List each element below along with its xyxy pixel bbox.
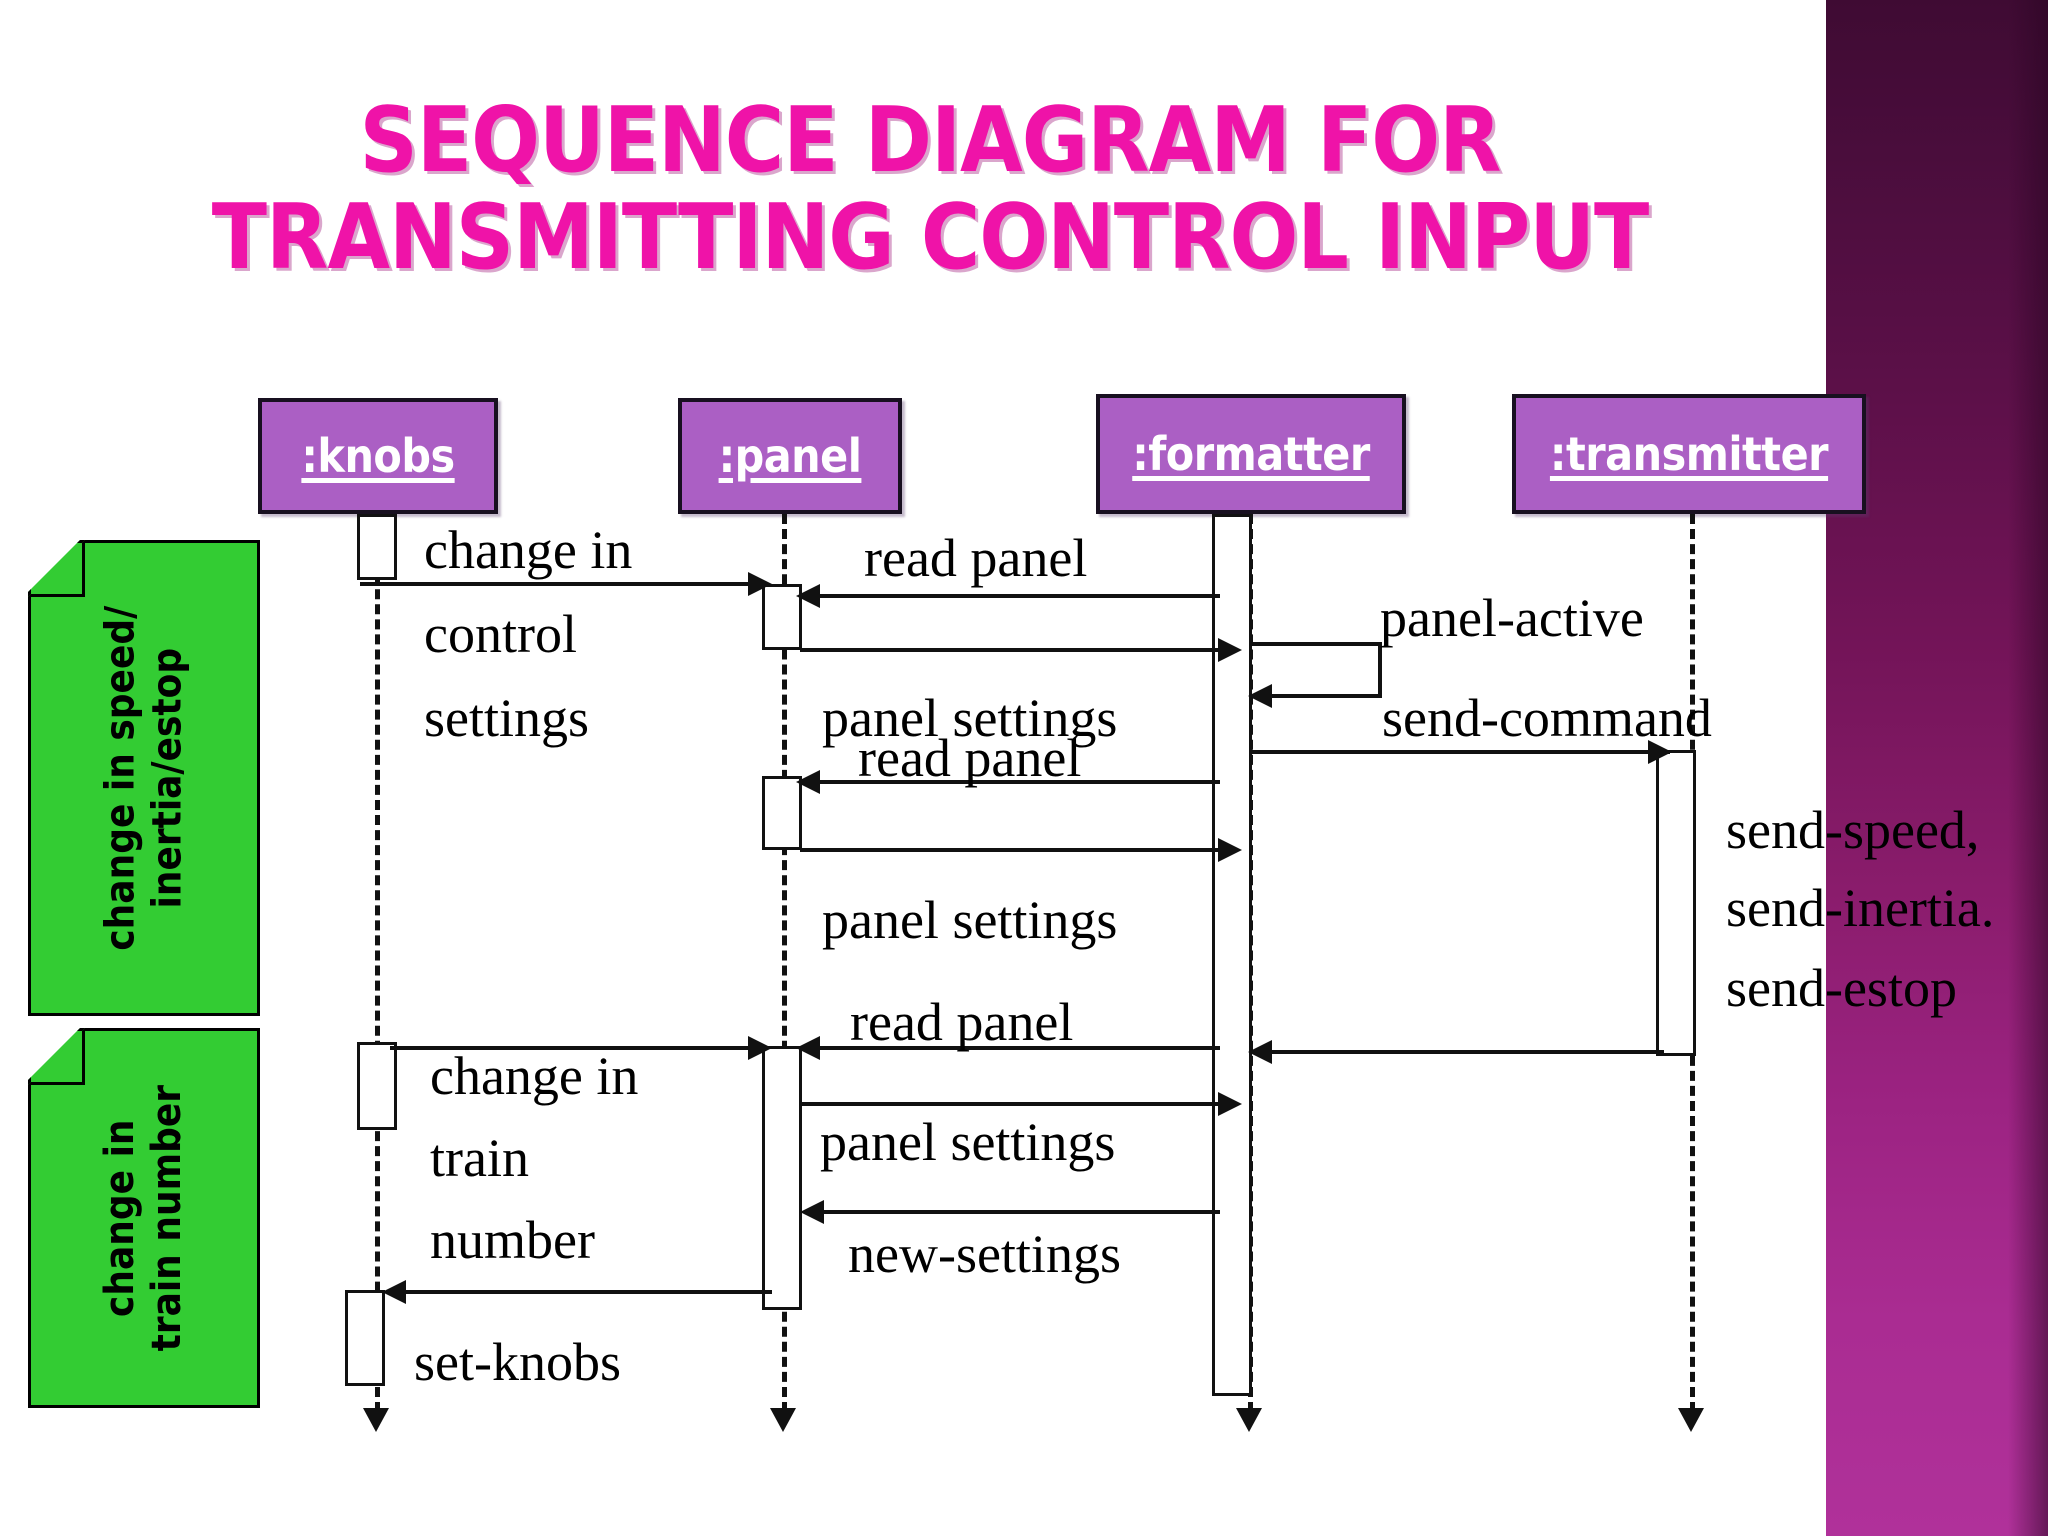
message-arrow-read-panel-1 bbox=[800, 594, 1220, 598]
title-line-2: TRANSMITTING CONTROL INPUT bbox=[211, 185, 1649, 291]
label-send-estop: send-estop bbox=[1726, 958, 1957, 1018]
note-body-1 bbox=[28, 540, 260, 1016]
label-change-in-train-number-line1: change in bbox=[430, 1046, 639, 1106]
message-arrow-read-panel-2 bbox=[800, 780, 1220, 784]
arrowhead-panel-settings-2 bbox=[1218, 838, 1242, 862]
message-arrow-panel-settings-1 bbox=[800, 648, 1230, 652]
message-arrow-transmitter-return bbox=[1258, 1050, 1664, 1054]
lifeline-header-formatter[interactable]: :formatter bbox=[1096, 394, 1406, 514]
note-train-number: change in train number bbox=[28, 1028, 260, 1408]
message-arrow-panel-active-bottom bbox=[1258, 694, 1382, 698]
label-panel-active: panel-active bbox=[1380, 588, 1644, 648]
label-send-inertia: send-inertia. bbox=[1726, 878, 1995, 938]
activation-transmitter bbox=[1656, 750, 1696, 1056]
arrowhead-panel-settings-1 bbox=[1218, 638, 1242, 662]
lifeline-label-panel: :panel bbox=[718, 429, 862, 483]
lifeline-knobs bbox=[375, 514, 380, 1412]
label-send-speed: send-speed, bbox=[1726, 800, 1980, 860]
label-change-in-train-number-line2: train bbox=[430, 1128, 529, 1188]
lifeline-header-knobs[interactable]: :knobs bbox=[258, 398, 498, 514]
message-arrow-panel-settings-3 bbox=[800, 1102, 1230, 1106]
activation-panel-3 bbox=[762, 1046, 802, 1310]
message-arrow-new-settings bbox=[808, 1210, 1220, 1214]
note-text-2: change in train number bbox=[96, 1084, 191, 1352]
activation-knobs-3 bbox=[345, 1290, 385, 1386]
lifeline-transmitter-end-arrow bbox=[1678, 1408, 1704, 1432]
arrowhead-send-command bbox=[1648, 740, 1672, 764]
lifeline-header-transmitter[interactable]: :transmitter bbox=[1512, 394, 1866, 514]
arrowhead-read-panel-3 bbox=[796, 1036, 820, 1060]
message-arrow-change-in-train-number bbox=[390, 1046, 762, 1050]
lifeline-formatter-end-arrow bbox=[1236, 1408, 1262, 1432]
activation-knobs-1 bbox=[357, 514, 397, 580]
note-text-wrap-1: change in speed/ inertia/estop bbox=[28, 540, 260, 1016]
note-body-2 bbox=[28, 1028, 260, 1408]
lifeline-label-knobs: :knobs bbox=[301, 429, 455, 483]
activation-panel-2 bbox=[762, 776, 802, 850]
label-read-panel-1: read panel bbox=[864, 528, 1088, 588]
note-text-wrap-2: change in train number bbox=[28, 1028, 260, 1408]
label-new-settings: new-settings bbox=[848, 1224, 1121, 1284]
label-change-in-control-settings-line1: change in bbox=[424, 520, 633, 580]
message-arrow-send-command bbox=[1250, 750, 1670, 754]
label-change-in-train-number-line3: number bbox=[430, 1210, 595, 1270]
message-arrow-panel-settings-2 bbox=[800, 848, 1230, 852]
arrowhead-panel-settings-3 bbox=[1218, 1092, 1242, 1116]
lifeline-panel-end-arrow bbox=[770, 1408, 796, 1432]
arrowhead-read-panel-2 bbox=[796, 770, 820, 794]
lifeline-label-transmitter: :transmitter bbox=[1549, 427, 1829, 481]
label-panel-settings-3: panel settings bbox=[820, 1112, 1116, 1172]
arrowhead-change-in-train-number bbox=[748, 1036, 772, 1060]
arrowhead-read-panel-1 bbox=[796, 584, 820, 608]
lifeline-header-panel[interactable]: :panel bbox=[678, 398, 902, 514]
message-arrow-read-panel-3 bbox=[800, 1046, 1220, 1050]
lifeline-panel bbox=[782, 514, 787, 1412]
label-set-knobs: set-knobs bbox=[414, 1332, 621, 1392]
note-speed-inertia-estop: change in speed/ inertia/estop bbox=[28, 540, 260, 1016]
label-panel-settings-1: panel settings bbox=[822, 688, 1118, 748]
message-arrow-panel-active-side bbox=[1378, 642, 1382, 696]
message-arrow-panel-active-top bbox=[1250, 642, 1382, 646]
arrowhead-panel-active bbox=[1248, 684, 1272, 708]
message-arrow-set-knobs bbox=[390, 1290, 772, 1294]
arrowhead-change-in-control-settings bbox=[748, 572, 772, 596]
title-line-1: SEQUENCE DIAGRAM FOR bbox=[359, 88, 1502, 193]
note-text-1: change in speed/ inertia/estop bbox=[96, 605, 191, 951]
label-change-in-control-settings-line3: settings bbox=[424, 688, 590, 748]
page-title: SEQUENCE DIAGRAM FOR TRANSMITTING CONTRO… bbox=[120, 92, 1740, 286]
label-read-panel-3: read panel bbox=[850, 992, 1074, 1052]
arrowhead-set-knobs bbox=[382, 1280, 406, 1304]
arrowhead-new-settings bbox=[800, 1200, 824, 1224]
label-panel-settings-2: panel settings bbox=[822, 890, 1118, 950]
activation-knobs-2 bbox=[357, 1042, 397, 1130]
message-arrow-change-in-control-settings bbox=[360, 582, 760, 586]
label-change-in-control-settings-line2: control bbox=[424, 604, 577, 664]
lifeline-knobs-end-arrow bbox=[363, 1408, 389, 1432]
arrowhead-transmitter-return bbox=[1248, 1040, 1272, 1064]
label-read-panel-2: read panel bbox=[858, 728, 1082, 788]
lifeline-label-formatter: :formatter bbox=[1132, 427, 1370, 481]
label-send-command: send-command bbox=[1382, 688, 1712, 748]
accent-band-shadow bbox=[2008, 0, 2048, 1536]
